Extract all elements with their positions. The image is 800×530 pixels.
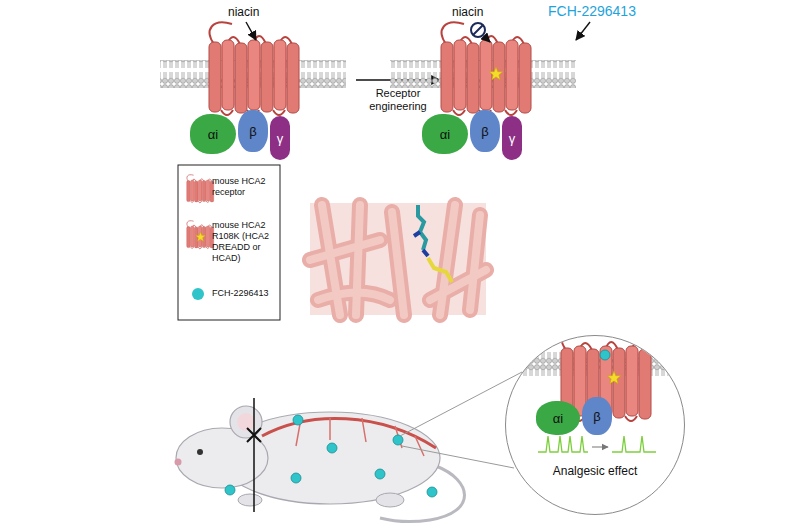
g-beta: β <box>238 110 268 152</box>
g-alpha: αi <box>422 114 468 154</box>
legend-text: mouse HCA2 R108K (HCA2 DREADD or HCAD) <box>212 220 276 264</box>
zoom-circle: Analgesic effect αi β <box>505 335 685 515</box>
g-alpha: αi <box>536 401 580 435</box>
process-label: Receptor engineering <box>350 87 446 113</box>
g-beta: β <box>582 397 612 435</box>
legend-swatch <box>192 288 204 300</box>
legend-box <box>178 165 280 320</box>
arrow <box>576 22 590 40</box>
subunit-label: γ <box>277 131 284 146</box>
legend-receptor-icon <box>187 175 214 203</box>
g-alpha: αi <box>190 114 236 154</box>
zoom-line <box>400 372 522 436</box>
arrow <box>246 22 256 40</box>
g-gamma: γ <box>502 116 522 160</box>
legend-receptor-star-icon <box>187 221 214 249</box>
g-gamma: γ <box>270 116 290 160</box>
legend-text: FCH-2296413 <box>212 288 276 299</box>
subunit-label: αi <box>208 127 218 142</box>
ligand-label: niacin <box>228 5 259 19</box>
subunit-label: γ <box>509 131 516 146</box>
subunit-label: β <box>481 124 488 139</box>
legend-text: mouse HCA2 receptor <box>212 176 276 198</box>
receptor <box>209 22 299 116</box>
inset-content <box>500 328 690 452</box>
blocked-symbol <box>471 23 485 37</box>
subunit-label: αi <box>440 127 450 142</box>
subunit-label: αi <box>553 411 563 426</box>
subunit-label: β <box>249 124 256 139</box>
g-beta: β <box>470 110 500 152</box>
zoom-line <box>402 446 514 468</box>
effect-label: Analgesic effect <box>506 464 684 478</box>
mutation-star <box>489 67 502 80</box>
agonist-label: FCH-2296413 <box>548 3 636 19</box>
subunit-label: β <box>593 409 600 424</box>
mouse <box>175 398 465 521</box>
structure-image <box>310 203 486 315</box>
ligand-label: niacin <box>452 5 483 19</box>
arrow <box>484 36 490 42</box>
receptor <box>441 22 531 116</box>
